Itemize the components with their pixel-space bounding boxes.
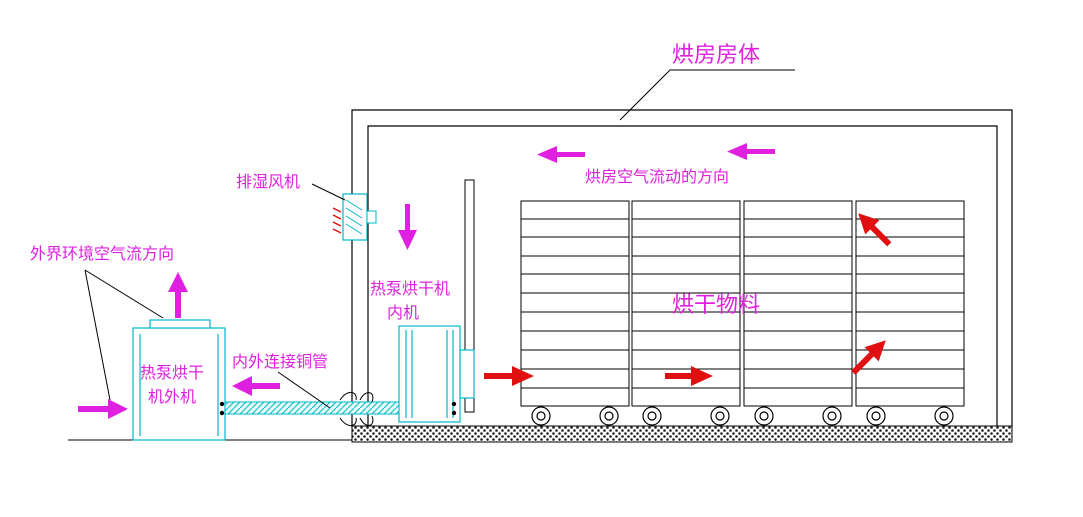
drying-rack — [520, 200, 630, 407]
hot-air-arrow-returning — [858, 213, 892, 247]
ambient-airflow-label: 外界环境空气流方向 — [30, 244, 174, 263]
exhaust-fan-leader — [311, 183, 346, 201]
partition-wall — [464, 179, 475, 413]
outdoor-exhaust-arrow-up — [168, 272, 188, 318]
material-label: 烘干物料 — [672, 293, 760, 318]
copper-pipe-wall-crossing — [339, 392, 374, 426]
copper-pipe — [224, 401, 400, 415]
drying-rack — [743, 200, 853, 407]
exhaust-fan-label: 排湿风机 — [236, 172, 300, 191]
room-body-leader — [619, 69, 795, 121]
indoor-unit-label-line1: 热泵烘干机 — [370, 279, 450, 298]
outdoor-unit — [132, 319, 226, 441]
copper-pipe-leader — [277, 371, 331, 409]
room-airflow-arrow-right — [727, 143, 775, 160]
ambient-airflow-leader — [84, 269, 164, 319]
exhaust-fan — [332, 193, 377, 241]
rack-wheels — [531, 406, 954, 426]
outdoor-unit-port — [219, 410, 225, 416]
drying-rack — [855, 200, 965, 407]
pipe-label-arrow-left — [232, 376, 280, 396]
outdoor-unit-label-line2: 机外机 — [148, 387, 196, 406]
drying-rack — [631, 200, 741, 407]
room-body-label: 烘房房体 — [672, 43, 760, 68]
hot-air-arrow-through-rack — [665, 366, 713, 386]
indoor-unit-port — [451, 410, 457, 416]
copper-pipe-label: 内外连接铜管 — [232, 352, 328, 371]
room-floor — [351, 425, 1013, 443]
downward-airflow-arrow — [398, 204, 417, 250]
indoor-unit-port — [451, 401, 457, 407]
ambient-intake-arrow — [78, 399, 128, 419]
outdoor-unit-label-line1: 热泵烘干 — [140, 363, 204, 382]
room-airflow-arrow-left — [537, 146, 585, 163]
outdoor-unit-port — [219, 401, 225, 407]
indoor-unit-label-line2: 内机 — [387, 303, 419, 322]
indoor-unit — [398, 325, 475, 423]
airflow-direction-label: 烘房空气流动的方向 — [585, 167, 729, 186]
ambient-airflow-leader — [84, 269, 111, 401]
hot-air-arrow-outlet — [484, 366, 534, 386]
drying-room-shell — [351, 109, 1013, 428]
